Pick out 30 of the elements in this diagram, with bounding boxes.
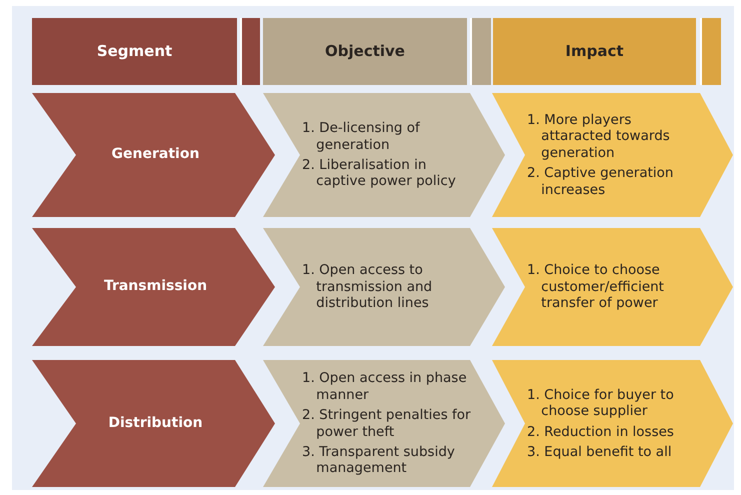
objective-panel	[263, 228, 505, 346]
list-item: 1. Choice to choose customer/efficient transfer of power	[527, 262, 665, 312]
segment-panel	[32, 228, 275, 346]
segment-panel	[32, 360, 275, 487]
segment-label: Generation	[110, 146, 200, 164]
header-bar	[493, 18, 696, 85]
objective-panel	[263, 93, 505, 217]
header-bar	[263, 18, 467, 85]
impact-panel	[492, 93, 733, 217]
list-item: 2. Reduction in losses	[527, 424, 675, 440]
segment-panel	[32, 93, 275, 217]
list-item: 2. Liberalisation in captive power policy	[302, 157, 457, 190]
list-item: 1. More players attaracted towards generation	[527, 112, 671, 162]
column-heading: Impact	[564, 42, 625, 61]
impact-panel	[492, 228, 733, 346]
segment-label: Transmission	[102, 278, 208, 296]
list-item: 3. Equal benefit to all	[527, 444, 673, 460]
header-bar	[32, 18, 237, 85]
list-item: 1. Open access in phase manner	[302, 370, 468, 404]
column-heading: Objective	[324, 42, 406, 61]
list-item: 1. De-licensing of generation	[302, 120, 421, 153]
segment-label: Distribution	[107, 414, 204, 432]
impact-panel	[492, 360, 733, 487]
objective-panel	[263, 360, 505, 487]
list-item: 1. Choice for buyer to choose supplier	[527, 386, 675, 420]
list-item: 1. Open access to transmission and distribution lines	[302, 262, 434, 312]
list-item: 2. Stringent penalties for power theft	[302, 407, 472, 440]
column-heading: Segment	[96, 42, 174, 61]
list-item: 2. Captive generation increases	[527, 165, 674, 198]
list-item: 3. Transparent subsidy management	[302, 444, 456, 477]
